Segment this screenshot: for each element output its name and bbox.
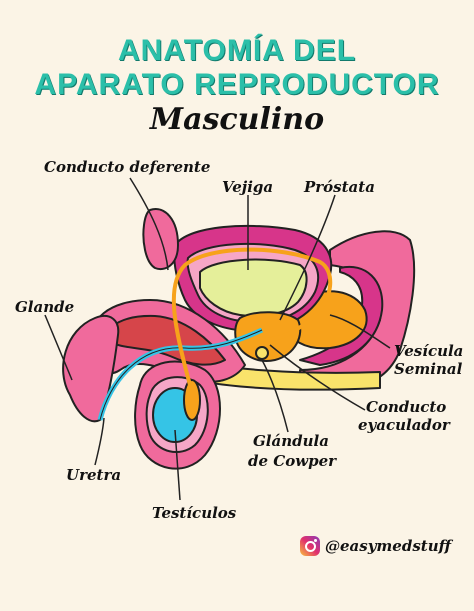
label-cowper-2: de Cowper: [248, 452, 337, 470]
leader-cowper: [261, 359, 289, 433]
label-vesicula-2: Seminal: [394, 360, 463, 378]
instagram-handle: @easymedstuff: [325, 537, 452, 555]
leader-conducto-deferente: [129, 177, 169, 271]
leader-prostata: [279, 194, 336, 321]
label-vejiga: Vejiga: [222, 178, 274, 196]
vas-deferens: [171, 247, 333, 386]
instagram-icon: [300, 536, 320, 556]
leader-uretra: [94, 417, 105, 466]
subtitle: Masculino: [149, 102, 325, 137]
credit: @easymedstuff: [300, 536, 451, 556]
leader-eyaculador: [269, 344, 366, 411]
penis-corpus: [106, 314, 226, 366]
leader-testiculos: [174, 429, 181, 501]
label-eyaculador-1: Conducto: [366, 398, 447, 416]
bladder: [199, 258, 308, 318]
label-prostata: Próstata: [304, 178, 375, 196]
label-conducto-deferente: Conducto deferente: [44, 158, 211, 176]
label-vesicula-1: Vesícula: [394, 342, 464, 360]
label-eyaculador-2: eyaculador: [358, 416, 450, 434]
label-cowper-1: Glándula: [253, 432, 329, 450]
label-uretra: Uretra: [66, 466, 122, 484]
rectum-inner: [299, 265, 384, 366]
title-line-2: APARATO REPRODUCTOR: [34, 68, 440, 101]
leader-vesicula: [329, 314, 391, 349]
epididymis: [183, 379, 201, 421]
label-glande: Glande: [15, 298, 75, 316]
glans: [62, 315, 120, 423]
label-testiculos: Testículos: [152, 504, 237, 522]
urethra-outline: [99, 329, 263, 421]
title-line-1: ANATOMÍA DEL: [117, 34, 357, 67]
cowper-gland: [255, 346, 269, 360]
leader-glande: [44, 314, 73, 381]
